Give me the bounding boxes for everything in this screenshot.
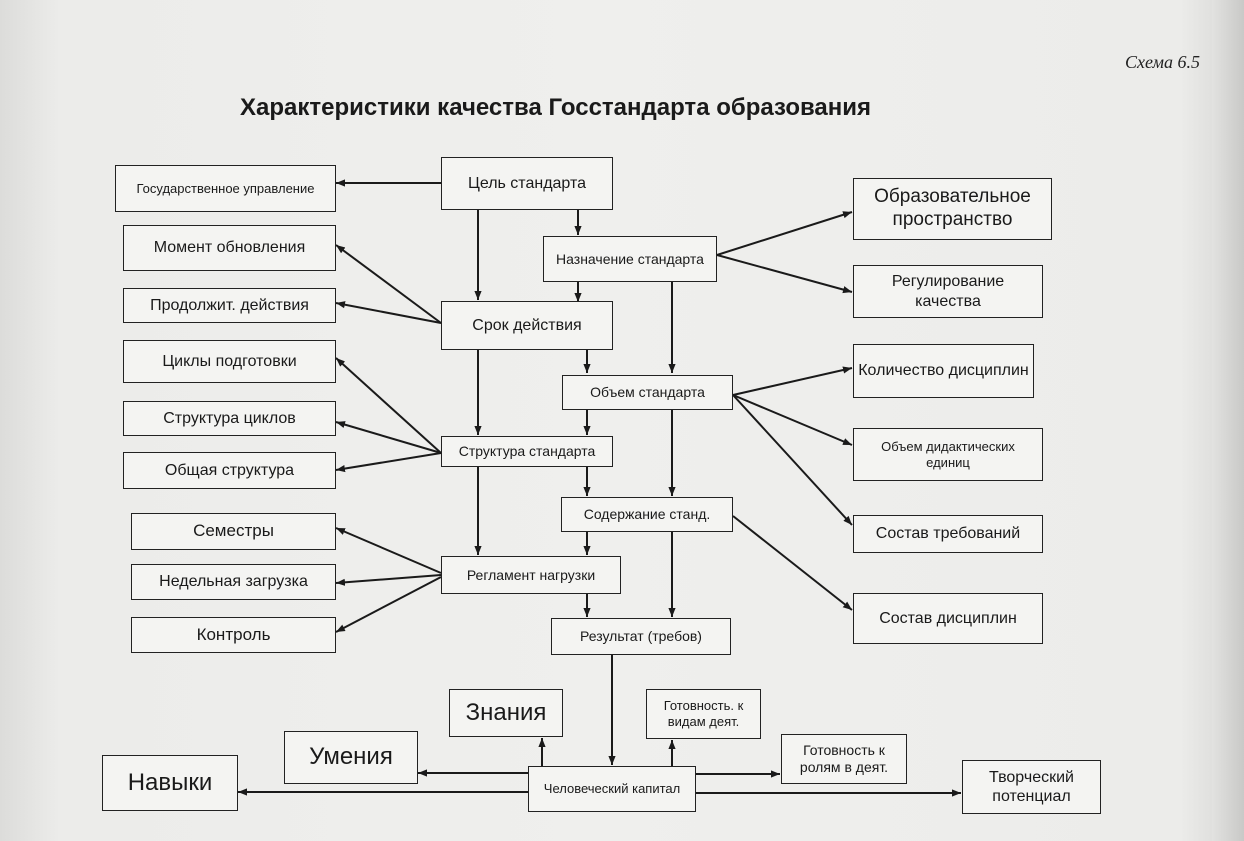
box-readiness-roles: Готовность к ролям в деят. [781,734,907,784]
arrow-volume-requirements [732,394,853,526]
box-requirements: Состав требований [853,515,1043,553]
arrow-structure-cycles [335,357,442,454]
box-didactic: Объем дидактических единиц [853,428,1043,481]
box-cycles: Циклы подготовки [123,340,336,383]
book-spine-shadow [1212,0,1244,841]
box-knowledge: Знания [449,689,563,737]
box-weekly: Недельная загрузка [131,564,336,600]
arrow-load-semesters [335,527,442,574]
box-general-structure: Общая структура [123,452,336,489]
box-cycle-structure: Структура циклов [123,401,336,436]
box-control: Контроль [131,617,336,653]
box-load: Регламент нагрузки [441,556,621,594]
arrow-term-duration [335,301,442,324]
arrow-volume-disc-count [732,366,853,396]
box-readiness-activity: Готовность. к видам деят. [646,689,761,739]
box-purpose: Назначение стандарта [543,236,717,282]
arrow-structure-cycle-structure [335,421,442,454]
box-content: Содержание станд. [561,497,733,532]
arrow-volume-didactic [732,394,853,446]
box-gov: Государственное управление [115,165,336,212]
arrow-purpose-edu-space [716,211,853,256]
box-term: Срок действия [441,301,613,350]
box-habits: Навыки [102,755,238,811]
box-result: Результат (требов) [551,618,731,655]
box-structure: Структура стандарта [441,436,613,467]
arrow-structure-general [335,452,442,473]
arrow-term-update [335,244,442,324]
box-creative: Творческий потенциал [962,760,1101,814]
box-update: Момент обновления [123,225,336,271]
box-disc-count: Количество дисциплин [853,344,1034,398]
arrow-purpose-quality [716,254,853,294]
box-duration: Продолжит. действия [123,288,336,323]
arrow-content-disciplines [732,515,853,611]
arrow-load-weekly [335,574,442,586]
box-human-capital: Человеческий капитал [528,766,696,812]
box-disciplines: Состав дисциплин [853,593,1043,644]
box-semesters: Семестры [131,513,336,550]
box-goal: Цель стандарта [441,157,613,210]
scheme-label: Схема 6.5 [1124,52,1200,72]
box-skills: Умения [284,731,418,784]
box-edu-space: Образовательное пространство [853,178,1052,240]
diagram-title: Характеристики качества Госстандарта обр… [240,94,872,121]
box-volume: Объем стандарта [562,375,733,410]
arrow-load-control [335,576,442,633]
box-quality-reg: Регулирование качества [853,265,1043,318]
